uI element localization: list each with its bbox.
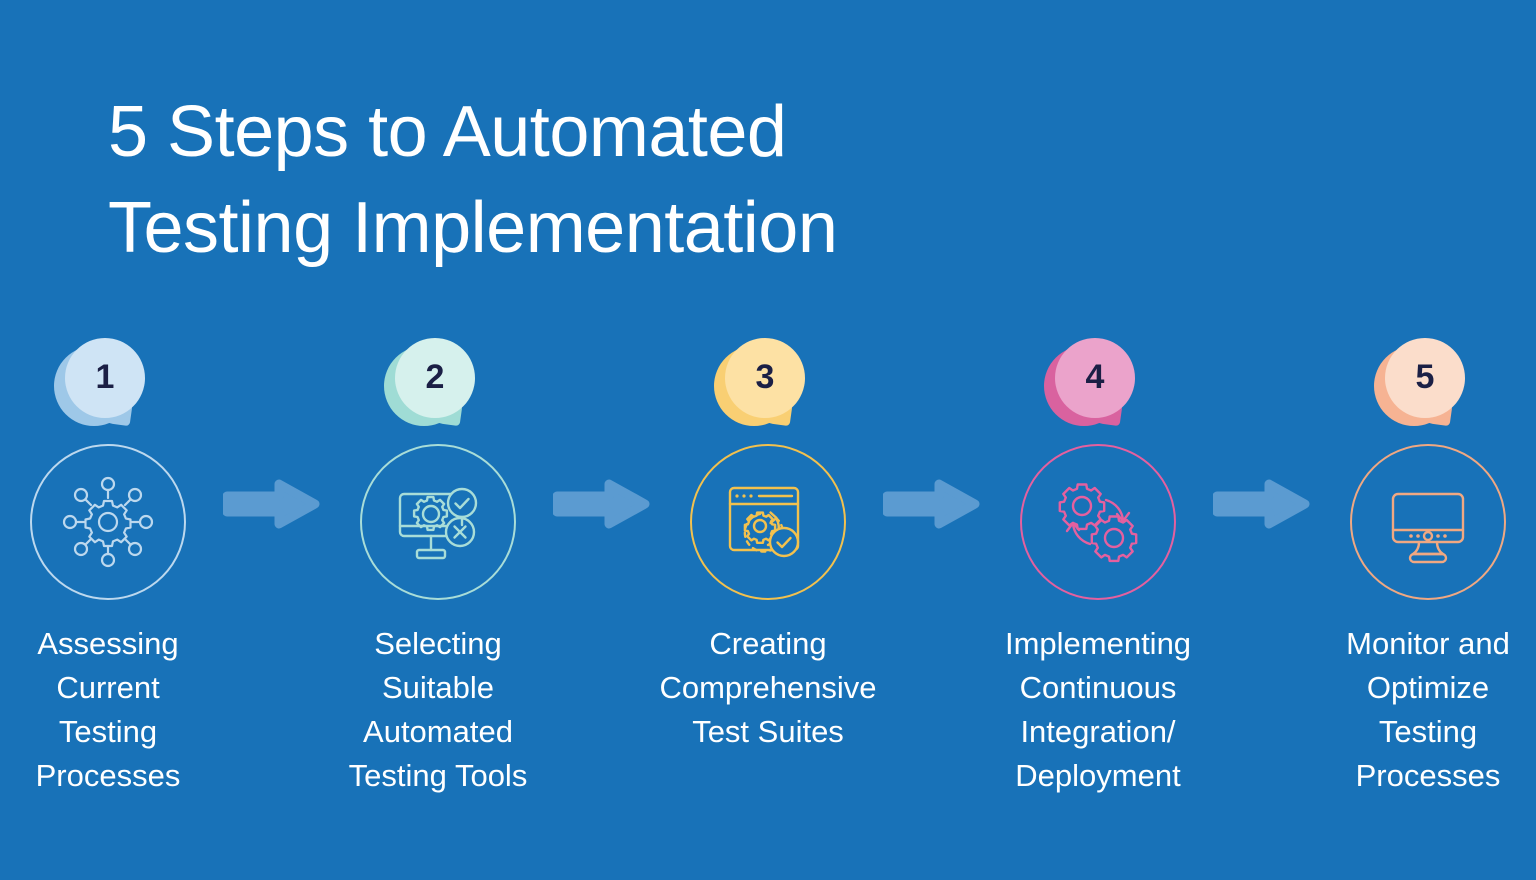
arrow-4-to-5 xyxy=(1213,478,1313,530)
arrow-right-icon xyxy=(883,479,980,529)
step-5-number: 5 xyxy=(1415,358,1435,396)
step-3-badge-circle: 3 xyxy=(725,338,805,418)
step-5-icon-ring xyxy=(1350,444,1506,600)
step-4-caption: Implementing Continuous Integration/ Dep… xyxy=(1004,626,1192,793)
step-4-icon-ring xyxy=(1020,444,1176,600)
step-1-icon-ring xyxy=(30,444,186,600)
page-title: 5 Steps to Automated Testing Implementat… xyxy=(108,92,838,268)
steps-row: 1 xyxy=(0,338,1536,798)
arrow-1-to-2 xyxy=(223,478,323,530)
step-2-caption: Selecting Suitable Automated Testing Too… xyxy=(348,626,528,793)
step-2: 2 xyxy=(323,338,553,798)
step-1-badge-circle: 1 xyxy=(65,338,145,418)
step-3: 3 xyxy=(653,338,883,754)
step-3-icon-ring xyxy=(690,444,846,600)
step-2-badge-circle: 2 xyxy=(395,338,475,418)
step-2-number: 2 xyxy=(425,358,445,396)
step-4: 4 Implementing Conti xyxy=(983,338,1213,798)
arrow-right-icon xyxy=(1213,479,1310,529)
step-2-badge: 2 xyxy=(384,338,484,432)
step-5-badge: 5 xyxy=(1374,338,1474,432)
two-gears-cycle-icon xyxy=(1058,483,1138,563)
step-3-number: 3 xyxy=(755,358,775,396)
step-5-badge-circle: 5 xyxy=(1385,338,1465,418)
step-3-caption: Creating Comprehensive Test Suites xyxy=(659,626,877,749)
arrow-right-icon xyxy=(223,479,320,529)
step-4-number: 4 xyxy=(1085,358,1105,396)
browser-gear-refresh-check-icon xyxy=(728,486,800,558)
step-1-number: 1 xyxy=(95,358,115,396)
step-4-badge: 4 xyxy=(1044,338,1144,432)
monitor-gear-check-x-icon xyxy=(398,487,478,560)
step-1-badge: 1 xyxy=(54,338,154,432)
arrow-2-to-3 xyxy=(553,478,653,530)
arrow-right-icon xyxy=(553,479,650,529)
step-5-caption: Monitor and Optimize Testing Processes xyxy=(1346,626,1510,793)
monitor-icon xyxy=(1391,492,1465,564)
step-3-badge: 3 xyxy=(714,338,814,432)
gear-network-icon xyxy=(62,476,154,568)
step-1-caption: Assessing Current Testing Processes xyxy=(35,626,181,793)
step-4-badge-circle: 4 xyxy=(1055,338,1135,418)
arrow-3-to-4 xyxy=(883,478,983,530)
step-5: 5 Monit xyxy=(1313,338,1536,798)
step-1: 1 xyxy=(0,338,223,798)
step-2-icon-ring xyxy=(360,444,516,600)
